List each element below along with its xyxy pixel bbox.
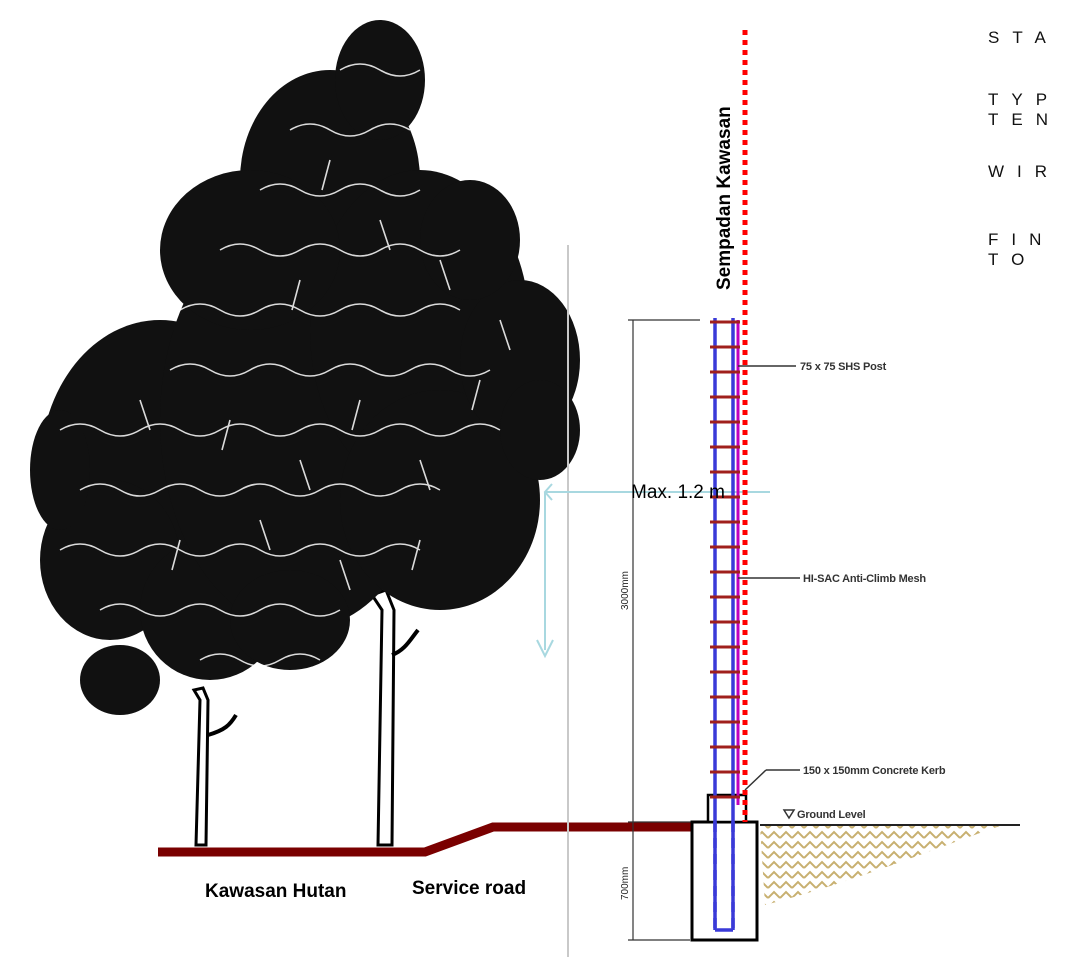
spec-line-5: FIN [988, 230, 1054, 249]
dimension-line [628, 319, 700, 941]
max-height-label: Max. 1.2 m [631, 482, 725, 503]
spec-line-2: TYP [988, 90, 1060, 109]
boundary-label: Sempadan Kawasan [714, 106, 735, 290]
fence-rails [710, 320, 740, 799]
ground-level-icon [782, 809, 796, 820]
tree-illustration [30, 20, 580, 847]
soil-hatch [760, 826, 1000, 905]
kerb-callout: 150 x 150mm Concrete Kerb [803, 765, 946, 777]
spec-line-3: TEN [988, 110, 1061, 129]
mesh-callout: HI-SAC Anti-Climb Mesh [803, 573, 926, 585]
concrete-footing [690, 820, 759, 942]
fence-post [713, 318, 735, 932]
spec-text-block: STA TYP TEN WIR FIN TO [988, 28, 1061, 269]
post-callout: 75 x 75 SHS Post [800, 361, 887, 373]
spec-line-1: STA [988, 28, 1059, 47]
max-height-arrow [536, 483, 770, 659]
footing-depth-dimension: 700mm [620, 867, 631, 900]
forest-area-label: Kawasan Hutan [205, 881, 346, 902]
spec-line-4: WIR [988, 162, 1060, 181]
service-road-label: Service road [412, 878, 526, 899]
callout-leaders [738, 365, 800, 791]
fence-height-dimension: 3000mm [620, 571, 631, 610]
spec-line-6: TO [988, 250, 1037, 269]
ground-profile-line [158, 822, 700, 857]
ground-level-callout: Ground Level [797, 809, 866, 821]
